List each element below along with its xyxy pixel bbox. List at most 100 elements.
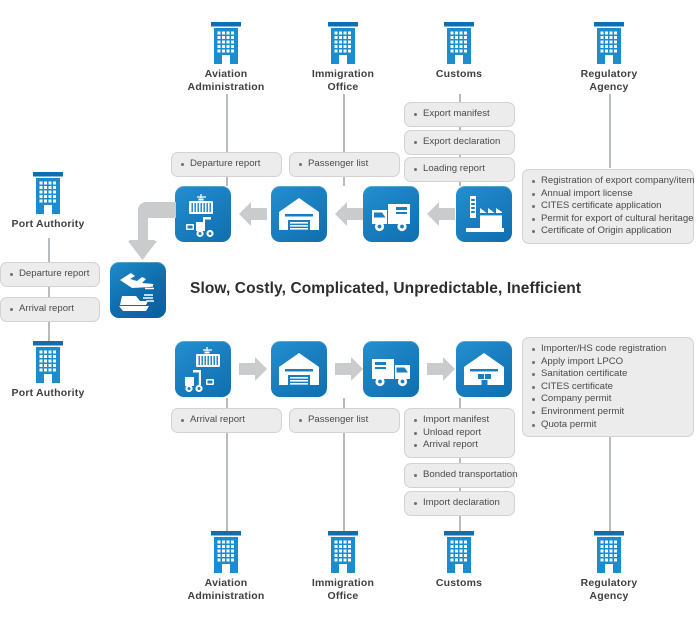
note-export-manifest[interactable]: Export manifest bbox=[404, 102, 515, 127]
building-icon bbox=[326, 22, 360, 64]
note-loading-report[interactable]: Loading report bbox=[404, 157, 515, 182]
connector-line bbox=[609, 437, 611, 531]
note-departure-report-top[interactable]: Departure report bbox=[171, 152, 282, 177]
note-import-regulatory-requirements[interactable]: Importer/HS code registration Apply impo… bbox=[522, 337, 694, 438]
note-departure-report-left[interactable]: Departure report bbox=[0, 262, 100, 287]
connector-line bbox=[459, 485, 461, 491]
agency-customs-top[interactable]: Customs bbox=[399, 22, 519, 81]
connector-line bbox=[459, 152, 461, 158]
connector-line bbox=[343, 429, 345, 531]
agency-label: Customs bbox=[435, 68, 483, 80]
connector-line bbox=[226, 429, 228, 531]
flow-arrow-right bbox=[426, 356, 456, 382]
flow-arrow-left bbox=[334, 201, 364, 227]
agency-label: Port Authority bbox=[11, 218, 85, 230]
note-item: Passenger list bbox=[298, 414, 390, 427]
note-bonded-transportation[interactable]: Bonded transportation bbox=[404, 463, 517, 488]
building-icon bbox=[31, 172, 65, 214]
building-icon bbox=[442, 22, 476, 64]
note-item: Certificate of Origin application bbox=[531, 225, 684, 238]
connector-line bbox=[459, 94, 461, 102]
note-item: Departure report bbox=[9, 268, 90, 281]
note-item: Loading report bbox=[413, 163, 505, 176]
connector-line bbox=[48, 238, 50, 262]
note-item: Apply import LPCO bbox=[531, 356, 684, 369]
note-item: Export manifest bbox=[413, 108, 505, 121]
note-item: CITES certificate bbox=[531, 381, 684, 394]
building-icon bbox=[592, 22, 626, 64]
note-item: Quota permit bbox=[531, 419, 684, 432]
note-item: Passenger list bbox=[298, 158, 390, 171]
building-icon bbox=[442, 531, 476, 573]
connector-line bbox=[459, 457, 461, 463]
agency-label: Aviation Administration bbox=[187, 68, 265, 93]
building-icon bbox=[31, 341, 65, 383]
agency-regulatory-agency-bottom[interactable]: Regulatory Agency bbox=[549, 531, 669, 602]
note-item: Registration of export company/item bbox=[531, 175, 695, 188]
connector-line bbox=[226, 398, 228, 408]
building-icon bbox=[209, 22, 243, 64]
connector-line bbox=[343, 94, 345, 152]
tile-air-sea-transport-hub[interactable] bbox=[110, 262, 166, 318]
flow-arrow-right bbox=[334, 356, 364, 382]
tile-factory-export[interactable] bbox=[456, 186, 512, 242]
note-customs-import-group[interactable]: Import manifest Unload report Arrival re… bbox=[404, 408, 515, 458]
connector-line bbox=[459, 513, 461, 531]
tile-truck-delivery-import[interactable] bbox=[363, 341, 419, 397]
flow-arrow-left bbox=[426, 201, 456, 227]
note-item: Import declaration bbox=[413, 497, 505, 510]
note-passenger-list-top[interactable]: Passenger list bbox=[289, 152, 400, 177]
note-item: Importer/HS code registration bbox=[531, 343, 684, 356]
headline-text: Slow, Costly, Complicated, Unpredictable… bbox=[190, 280, 582, 297]
agency-port-authority-top[interactable]: Port Authority bbox=[0, 172, 108, 231]
connector-line bbox=[226, 94, 228, 152]
note-import-declaration[interactable]: Import declaration bbox=[404, 491, 515, 516]
agency-immigration-office-bottom[interactable]: Immigration Office bbox=[283, 531, 403, 602]
agency-label: Port Authority bbox=[11, 387, 85, 399]
agency-aviation-administration-top[interactable]: Aviation Administration bbox=[166, 22, 286, 93]
agency-label: Regulatory Agency bbox=[580, 68, 638, 93]
tile-distribution-warehouse-import[interactable] bbox=[456, 341, 512, 397]
agency-aviation-administration-bottom[interactable]: Aviation Administration bbox=[166, 531, 286, 602]
note-arrival-report-bottom[interactable]: Arrival report bbox=[171, 408, 282, 433]
connector-line bbox=[459, 124, 461, 130]
tile-warehouse-export[interactable] bbox=[271, 186, 327, 242]
note-passenger-list-bottom[interactable]: Passenger list bbox=[289, 408, 400, 433]
note-item: Company permit bbox=[531, 393, 684, 406]
note-item: Bonded transportation bbox=[413, 469, 517, 482]
building-icon bbox=[592, 531, 626, 573]
building-icon bbox=[326, 531, 360, 573]
note-item: Arrival report bbox=[180, 414, 272, 427]
tile-warehouse-import[interactable] bbox=[271, 341, 327, 397]
agency-immigration-office-top[interactable]: Immigration Office bbox=[283, 22, 403, 93]
connector-line bbox=[459, 398, 461, 408]
connector-line bbox=[609, 94, 611, 168]
note-export-regulatory-requirements[interactable]: Registration of export company/item Annu… bbox=[522, 169, 695, 244]
note-item: Environment permit bbox=[531, 406, 684, 419]
note-item: Export declaration bbox=[413, 136, 505, 149]
note-item: Permit for export of cultural heritage bbox=[531, 213, 694, 226]
tile-port-container-unloading[interactable] bbox=[175, 341, 231, 397]
note-item: Arrival report bbox=[9, 303, 90, 316]
flow-arrow-right bbox=[238, 356, 268, 382]
flow-arrow-elbow-down bbox=[116, 196, 176, 268]
flow-arrow-left bbox=[238, 201, 268, 227]
note-export-declaration[interactable]: Export declaration bbox=[404, 130, 515, 155]
note-item: CITES certificate application bbox=[531, 200, 684, 213]
agency-customs-bottom[interactable]: Customs bbox=[399, 531, 519, 590]
agency-label: Aviation Administration bbox=[187, 577, 265, 602]
agency-label: Immigration Office bbox=[311, 577, 375, 602]
note-item: Import manifest bbox=[413, 414, 505, 427]
agency-port-authority-bottom[interactable]: Port Authority bbox=[0, 341, 108, 400]
note-arrival-report-left[interactable]: Arrival report bbox=[0, 297, 100, 322]
tile-truck-transport-export[interactable] bbox=[363, 186, 419, 242]
agency-regulatory-agency-top[interactable]: Regulatory Agency bbox=[549, 22, 669, 93]
building-icon bbox=[209, 531, 243, 573]
connector-line bbox=[226, 176, 228, 186]
tile-port-container-loading[interactable] bbox=[175, 186, 231, 242]
connector-line bbox=[48, 319, 50, 341]
note-item: Unload report bbox=[413, 427, 505, 440]
agency-label: Regulatory Agency bbox=[580, 577, 638, 602]
agency-label: Customs bbox=[435, 577, 483, 589]
